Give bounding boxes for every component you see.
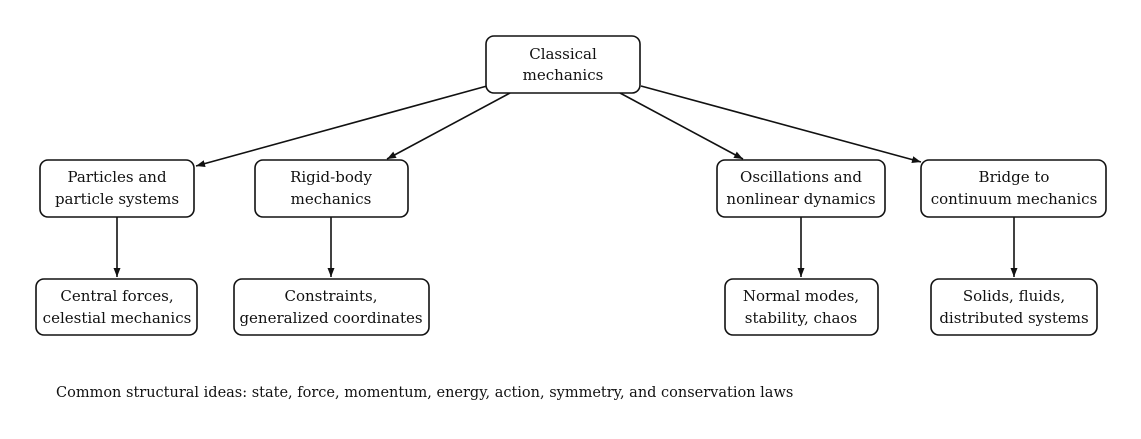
node-label-line1: Solids, fluids,: [963, 287, 1065, 305]
node-label-line1: Central forces,: [60, 287, 173, 305]
footer-caption: Common structural ideas: state, force, m…: [56, 385, 794, 401]
node-bridge-to-continuum-mechanics: Bridge to continuum mechanics: [920, 159, 1107, 218]
node-central-forces-celestial-mechanics: Central forces, celestial mechanics: [35, 278, 198, 336]
node-label-line2: nonlinear dynamics: [726, 190, 875, 208]
node-particles-and-particle-systems: Particles and particle systems: [39, 159, 195, 218]
node-label-line1: Bridge to: [979, 168, 1050, 186]
node-label-line1: Rigid-body: [290, 168, 372, 186]
node-solids-fluids-distributed-systems: Solids, fluids, distributed systems: [930, 278, 1098, 336]
node-label-line2: mechanics: [523, 66, 604, 84]
node-rigid-body-mechanics: Rigid-body mechanics: [254, 159, 409, 218]
edge-root-to-continuum: [640, 85, 922, 164]
node-label-line1: Particles and: [67, 168, 167, 186]
node-label-line1: Constraints,: [285, 287, 378, 305]
node-oscillations-and-nonlinear-dynamics: Oscillations and nonlinear dynamics: [716, 159, 886, 218]
node-label-line1: Normal modes,: [743, 287, 859, 305]
edge-root-to-rigid: [386, 92, 511, 160]
node-label-line2: mechanics: [291, 190, 372, 208]
node-label-line2: continuum mechanics: [931, 190, 1098, 208]
node-label-line1: Oscillations and: [740, 168, 862, 186]
node-label-line2: stability, chaos: [745, 309, 857, 327]
node-label-line2: celestial mechanics: [43, 309, 192, 327]
node-label-line2: distributed systems: [939, 309, 1088, 327]
node-normal-modes-stability-chaos: Normal modes, stability, chaos: [724, 278, 879, 336]
node-label-line2: particle systems: [55, 190, 179, 208]
node-label-line2: generalized coordinates: [239, 309, 422, 327]
node-classical-mechanics: Classical mechanics: [485, 35, 641, 94]
edges: [113, 85, 1018, 277]
edge-root-to-oscillations: [619, 92, 744, 160]
edge-root-to-particles: [195, 85, 488, 167]
node-constraints-generalized-coordinates: Constraints, generalized coordinates: [233, 278, 430, 336]
node-label-line1: Classical: [529, 45, 597, 63]
